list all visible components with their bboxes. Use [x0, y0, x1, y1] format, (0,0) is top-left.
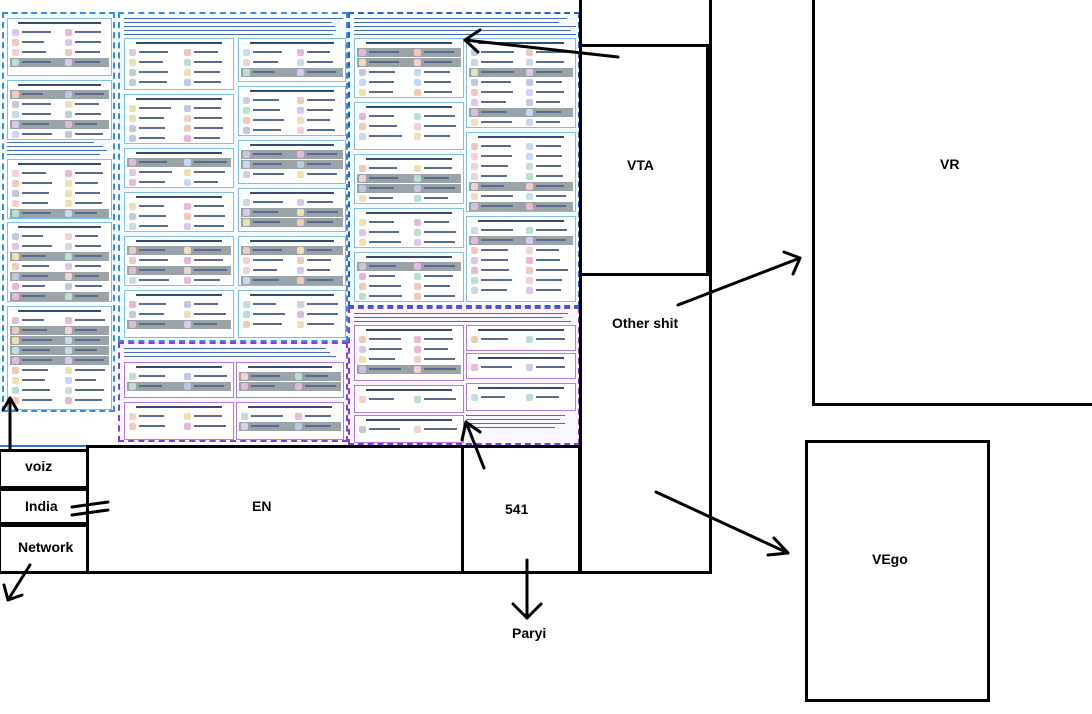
screenshot-group — [238, 290, 346, 338]
screenshot-group — [354, 385, 464, 413]
paryi-label: Paryi — [512, 625, 547, 641]
vego-label: VEgo — [872, 551, 908, 567]
screenshot-group — [124, 290, 234, 338]
india-label: India — [25, 498, 58, 514]
screenshot-group — [7, 80, 112, 140]
screenshot-group — [124, 38, 234, 90]
network-label: Network — [18, 539, 74, 555]
screenshot-group — [124, 148, 234, 188]
screenshot-group — [466, 353, 576, 379]
arrow-icon — [654, 490, 790, 557]
screenshot-panel — [118, 12, 348, 342]
screenshot-panel — [118, 342, 348, 442]
vego-box — [805, 440, 990, 702]
vr-box — [812, 0, 1092, 406]
screenshot-group — [354, 154, 464, 204]
screenshot-group — [7, 222, 112, 302]
network-box — [0, 524, 89, 574]
voiz-box — [0, 449, 89, 489]
screenshot-group — [238, 236, 346, 286]
arrow-icon — [511, 558, 543, 620]
vta-label: VTA — [627, 157, 654, 173]
screenshot-group — [124, 362, 234, 398]
screenshot-group — [466, 216, 576, 302]
screenshot-group — [354, 325, 464, 381]
en-box — [86, 445, 464, 574]
screenshot-panel — [2, 12, 115, 412]
screenshot-group — [238, 188, 346, 232]
screenshot-group — [354, 38, 464, 98]
arrow-icon — [676, 250, 802, 307]
arrow-icon — [1, 396, 19, 452]
reference-screenshot — [0, 0, 582, 447]
outer-column-frame — [579, 0, 712, 574]
screenshot-group — [466, 325, 576, 351]
screenshot-group — [354, 252, 464, 302]
vta-box — [579, 44, 709, 276]
vr-label: VR — [940, 156, 960, 172]
screenshot-group — [124, 192, 234, 232]
screenshot-group — [7, 306, 112, 410]
connector-lines — [70, 500, 110, 517]
screenshot-group — [354, 415, 464, 443]
screenshot-group — [236, 402, 344, 440]
arrow-icon — [463, 28, 620, 59]
arrow-icon — [2, 563, 32, 602]
screenshot-group — [238, 140, 346, 184]
screenshot-group — [124, 236, 234, 286]
other-label: Other shit — [612, 315, 679, 331]
screenshot-panel — [348, 12, 580, 307]
box-541 — [461, 445, 581, 574]
screenshot-group — [354, 102, 464, 150]
screenshot-group — [466, 132, 576, 212]
label-541: 541 — [505, 501, 529, 517]
screenshot-group — [124, 94, 234, 144]
en-label: EN — [252, 498, 272, 514]
screenshot-group — [236, 362, 344, 398]
screenshot-group — [354, 208, 464, 248]
screenshot-group — [7, 159, 112, 219]
screenshot-group — [238, 86, 346, 136]
screenshot-group — [466, 38, 576, 128]
screenshot-group — [124, 402, 234, 440]
screenshot-group — [7, 18, 112, 76]
voiz-label: voiz — [25, 458, 53, 474]
screenshot-group — [238, 38, 346, 82]
arrow-icon — [460, 420, 486, 470]
screenshot-group — [466, 383, 576, 411]
